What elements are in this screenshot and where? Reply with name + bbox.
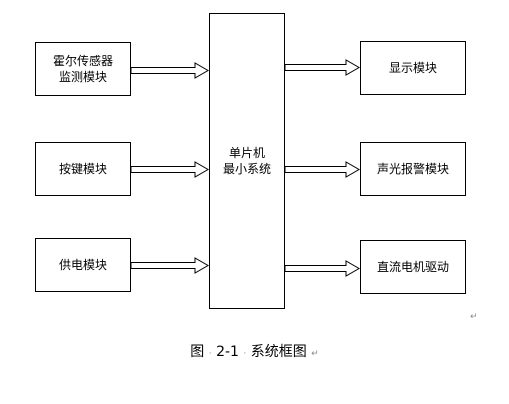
mcu-minimum-system-line-1: 单片机: [228, 146, 265, 160]
space-dot-1: ·: [208, 349, 212, 359]
sound-light-alarm-module: 声光报警模块: [360, 142, 466, 196]
power-supply-module: 供电模块: [35, 238, 131, 292]
hall-sensor-module: 霍尔传感器 监测模块: [35, 42, 131, 96]
space-dot-2: ·: [243, 349, 247, 359]
arrow-mcu-to-motor-driver: [284, 260, 361, 277]
caption-prefix: 图: [190, 344, 205, 360]
display-module-label: 显示模块: [388, 61, 437, 75]
arrow-hall-sensor-to-mcu: [130, 62, 210, 79]
hall-sensor-module-line-2: 监测模块: [58, 70, 107, 84]
caption-number: 2-1: [216, 344, 239, 360]
dc-motor-driver-label: 直流电机驱动: [376, 260, 449, 274]
key-module-label: 按键模块: [58, 162, 107, 176]
paragraph-mark: ↵: [470, 312, 478, 322]
arrow-mcu-to-alarm: [284, 161, 361, 178]
arrow-power-to-mcu: [130, 257, 210, 274]
arrow-mcu-to-display: [284, 59, 361, 76]
dc-motor-driver: 直流电机驱动: [360, 240, 466, 294]
caption-return-mark: ↵: [311, 349, 319, 359]
mcu-minimum-system-line-2: 最小系统: [222, 162, 271, 176]
display-module: 显示模块: [360, 41, 466, 95]
hall-sensor-module-line-1: 霍尔传感器: [52, 54, 113, 68]
caption-title: 系统框图: [250, 344, 307, 360]
power-supply-module-label: 供电模块: [58, 258, 107, 272]
mcu-minimum-system: 单片机 最小系统: [209, 13, 285, 309]
arrow-key-to-mcu: [130, 161, 210, 178]
sound-light-alarm-module-label: 声光报警模块: [376, 162, 449, 176]
figure-caption: 图 · 2-1 · 系统框图 ↵: [0, 343, 509, 363]
